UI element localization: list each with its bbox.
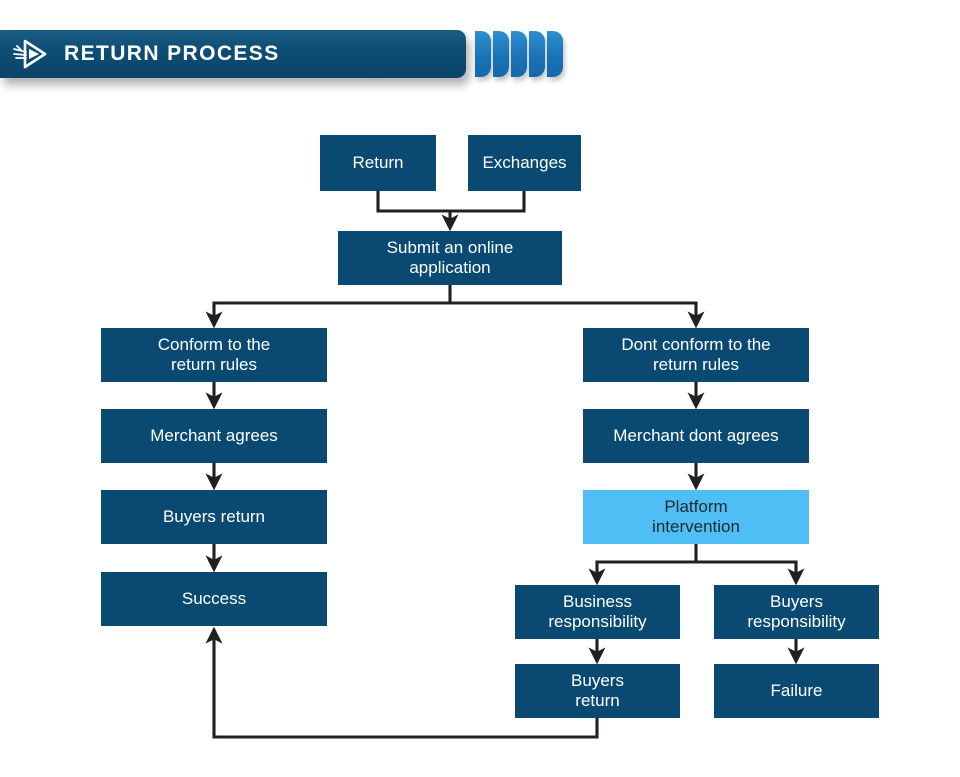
node-submit-an-online-application[interactable]: Submit an online application (338, 231, 562, 285)
header-decoration-bar-2 (493, 31, 509, 77)
node-exchanges[interactable]: Exchanges (468, 135, 581, 191)
node-dont-conform-to-the-return-rules[interactable]: Dont conform to the return rules (583, 328, 809, 382)
header-decoration-bar-5 (547, 31, 563, 77)
edge-merge-top (376, 191, 526, 213)
node-merchant-agrees[interactable]: Merchant agrees (101, 409, 327, 463)
header-decoration-bar-3 (511, 31, 527, 77)
node-buyers-return-right[interactable]: Buyers return (515, 664, 680, 718)
header-decoration-bar-1 (475, 31, 491, 77)
node-success[interactable]: Success (101, 572, 327, 626)
header-banner: RETURN PROCESS (0, 30, 466, 78)
node-buyers-return-left[interactable]: Buyers return (101, 490, 327, 544)
node-conform-to-the-return-rules[interactable]: Conform to the return rules (101, 328, 327, 382)
edge-platform-to-business-resp (588, 544, 698, 586)
header-bar-shape (0, 30, 466, 78)
node-business-responsibility[interactable]: Business responsibility (515, 585, 680, 639)
edge-submit-to-dont-conform (450, 301, 705, 329)
node-platform-intervention[interactable]: Platform intervention (583, 490, 809, 544)
edge-platform-to-buyers-resp (696, 560, 805, 586)
page-title: RETURN PROCESS (64, 42, 280, 65)
node-buyers-responsibility[interactable]: Buyers responsibility (714, 585, 879, 639)
edge-submit-to-conform (205, 285, 452, 329)
play-triangle-arrow-logo-icon (13, 39, 47, 69)
node-failure[interactable]: Failure (714, 664, 879, 718)
node-return[interactable]: Return (320, 135, 436, 191)
node-merchant-dont-agrees[interactable]: Merchant dont agrees (583, 409, 809, 463)
header-decoration-bar-4 (529, 31, 545, 77)
